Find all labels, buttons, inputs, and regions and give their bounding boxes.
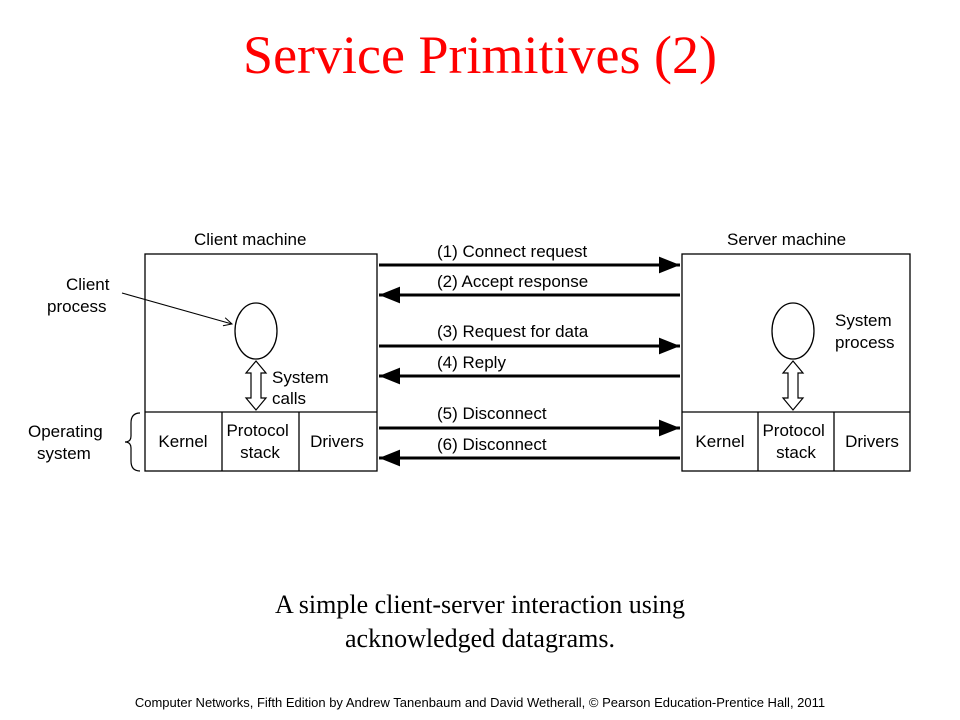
client-drivers-label: Drivers: [310, 432, 364, 451]
client-machine-box: [144, 253, 378, 472]
server-system-call-arrow: [781, 360, 805, 411]
client-process-label: Client process: [47, 275, 114, 316]
message-label: (1) Connect request: [437, 242, 588, 261]
server-machine-label: Server machine: [727, 230, 846, 249]
message-5: (5) Disconnect: [379, 404, 680, 437]
client-system-call-arrow: [244, 360, 268, 411]
client-kernel-label: Kernel: [158, 432, 207, 451]
server-process-circle: [771, 302, 815, 360]
client-protocol-stack-label: Protocol stack: [226, 421, 293, 462]
os-brace: [124, 412, 141, 472]
diagram-caption: A simple client-server interaction using…: [0, 588, 960, 656]
message-4: (4) Reply: [379, 353, 680, 385]
client-machine-label: Client machine: [194, 230, 306, 249]
server-kernel-label: Kernel: [695, 432, 744, 451]
message-label: (2) Accept response: [437, 272, 588, 291]
message-2: (2) Accept response: [379, 272, 680, 304]
client-process-pointer-arrow: [121, 292, 232, 324]
operating-system-label: Operating system: [28, 422, 107, 463]
message-label: (5) Disconnect: [437, 404, 547, 423]
system-calls-label: System calls: [272, 368, 333, 408]
slide-footer: Computer Networks, Fifth Edition by Andr…: [134, 695, 826, 710]
server-drivers-label: Drivers: [845, 432, 899, 451]
client-process-circle: [234, 302, 278, 360]
caption-line: A simple client-server interaction using: [274, 590, 686, 619]
server-protocol-stack-label: Protocol stack: [762, 421, 829, 462]
slide-title: Service Primitives (2): [243, 25, 717, 85]
message-label: (6) Disconnect: [437, 435, 547, 454]
message-6: (6) Disconnect: [379, 435, 680, 467]
system-process-label: System process: [835, 311, 896, 352]
message-label: (4) Reply: [437, 353, 506, 372]
caption-line: acknowledged datagrams.: [344, 624, 615, 653]
server-machine-box: [681, 253, 911, 472]
message-3: (3) Request for data: [379, 322, 680, 355]
message-label: (3) Request for data: [437, 322, 589, 341]
message-1: (1) Connect request: [379, 242, 680, 274]
